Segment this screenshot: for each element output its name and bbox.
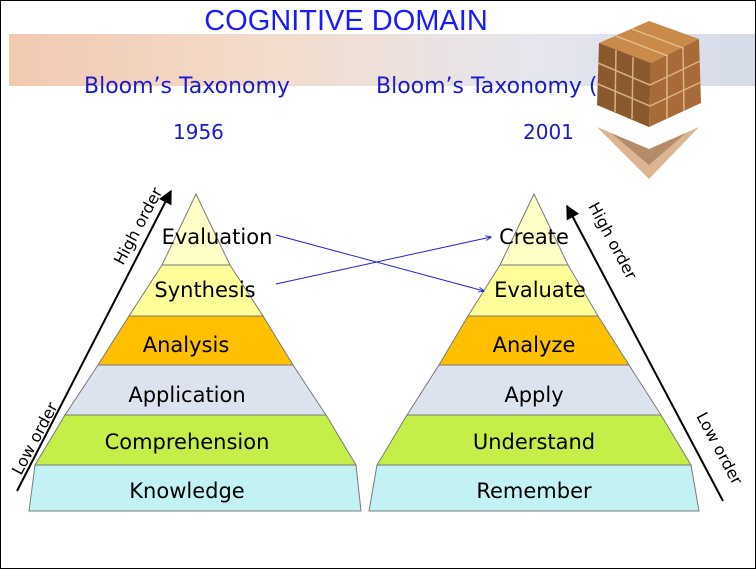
right-low-order-label: Low order xyxy=(692,409,746,488)
right-order-arrow xyxy=(566,204,724,502)
left-level-3: Analysis xyxy=(143,333,230,357)
left-level-6: Knowledge xyxy=(129,479,244,503)
connector-evaluation-to-evaluate xyxy=(275,234,484,291)
right-level-2: Evaluate xyxy=(494,278,586,302)
right-year: 2001 xyxy=(523,120,574,144)
right-tier-6 xyxy=(368,464,700,512)
left-level-2: Synthesis xyxy=(154,278,255,302)
left-level-5: Comprehension xyxy=(105,430,270,454)
right-level-4: Apply xyxy=(504,383,563,407)
right-level-6: Remember xyxy=(476,479,592,503)
left-tier-6 xyxy=(28,464,362,512)
photo-cube-icon xyxy=(597,21,702,179)
right-level-1: Create xyxy=(499,225,569,249)
right-level-3: Analyze xyxy=(493,333,576,357)
right-pyramid xyxy=(368,192,700,512)
left-level-4: Application xyxy=(128,383,245,407)
right-level-5: Understand xyxy=(473,430,595,454)
left-level-1: Evaluation xyxy=(162,225,273,249)
left-pyramid xyxy=(28,192,362,512)
right-high-order-label: High order xyxy=(584,199,641,283)
left-order-arrow xyxy=(16,189,172,492)
page-title: COGNITIVE DOMAIN xyxy=(204,5,488,37)
connector-synthesis-to-create xyxy=(275,237,491,285)
left-heading: Bloom’s Taxonomy xyxy=(84,74,290,99)
left-year: 1956 xyxy=(173,120,224,144)
